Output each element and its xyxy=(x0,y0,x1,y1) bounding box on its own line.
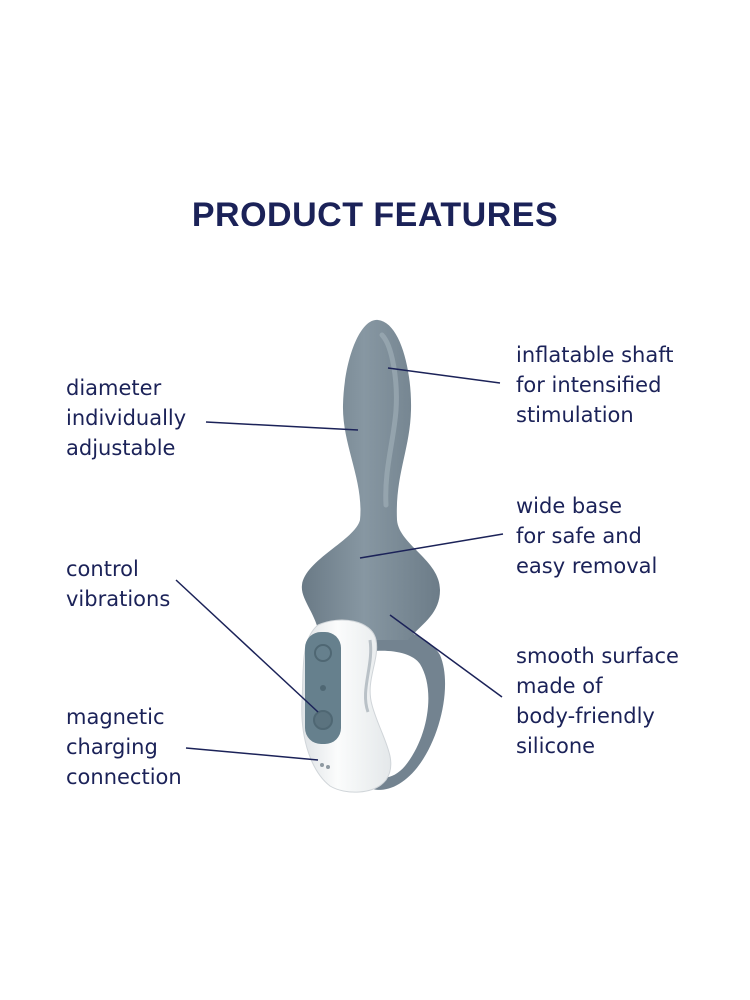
feature-surface-line: made of xyxy=(516,674,603,698)
feature-base-line: easy removal xyxy=(516,554,658,578)
feature-inflatable-line: for intensified xyxy=(516,373,662,397)
feature-control-line: vibrations xyxy=(66,587,171,611)
feature-inflatable: inflatable shaft for intensified stimula… xyxy=(516,340,673,430)
feature-diameter-line: adjustable xyxy=(66,436,176,460)
led-indicator-icon xyxy=(320,685,326,691)
feature-magnetic-line: magnetic xyxy=(66,705,165,729)
callout-surface xyxy=(389,614,503,698)
inflate-button-icon xyxy=(313,710,333,730)
feature-base-line: for safe and xyxy=(516,524,642,548)
page-title: PRODUCT FEATURES xyxy=(191,196,559,234)
vibration-button-icon xyxy=(314,644,332,662)
ring-loop xyxy=(330,626,446,790)
feature-surface: smooth surface made of body-friendly sil… xyxy=(516,641,679,761)
callout-magnetic xyxy=(185,747,319,761)
feature-surface-line: body-friendly xyxy=(516,704,655,728)
callout-base xyxy=(359,533,504,559)
callout-lines xyxy=(175,367,504,761)
inflatable-shaft xyxy=(301,319,440,640)
feature-diameter-line: individually xyxy=(66,406,187,430)
charging-contact-icon xyxy=(326,765,330,769)
callout-inflatable xyxy=(387,367,501,384)
feature-base-line: wide base xyxy=(516,494,622,518)
feature-magnetic: magnetic charging connection xyxy=(66,702,182,792)
callout-control xyxy=(175,579,319,713)
feature-control: control vibrations xyxy=(66,554,170,614)
feature-surface-line: silicone xyxy=(516,734,596,758)
feature-control-line: control xyxy=(66,557,139,581)
feature-surface-line: smooth surface xyxy=(516,644,679,668)
feature-inflatable-line: stimulation xyxy=(516,403,634,427)
feature-magnetic-line: connection xyxy=(66,765,182,789)
callout-diameter xyxy=(205,421,359,431)
charging-contact-icon xyxy=(320,763,324,767)
shaft-highlight xyxy=(379,332,399,508)
feature-inflatable-line: inflatable shaft xyxy=(516,343,674,367)
feature-base: wide base for safe and easy removal xyxy=(516,491,657,581)
feature-diameter: diameter individually adjustable xyxy=(66,373,186,463)
feature-magnetic-line: charging xyxy=(66,735,158,759)
chrome-edge xyxy=(363,639,373,713)
feature-diameter-line: diameter xyxy=(66,376,162,400)
